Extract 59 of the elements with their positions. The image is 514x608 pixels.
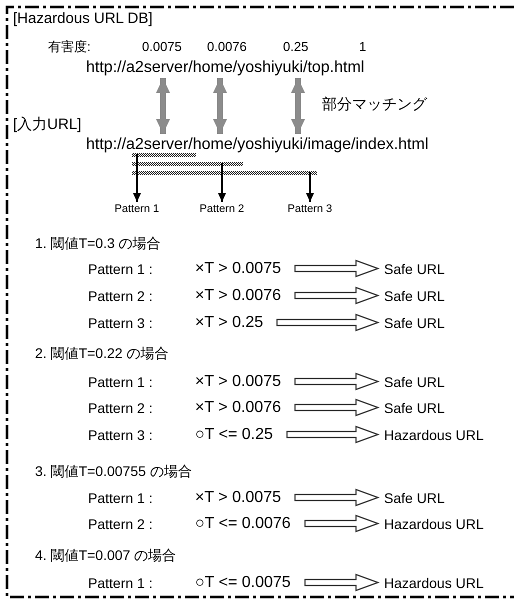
arrow — [294, 398, 380, 416]
arrow — [294, 260, 380, 278]
arrow — [294, 488, 380, 506]
result-text: Safe URL — [384, 400, 445, 416]
row-label: Pattern 3 : — [88, 314, 153, 332]
condition-text: ○T <= 0.0075 — [195, 573, 291, 593]
result-text: Safe URL — [384, 288, 445, 304]
value-label: 1 — [359, 39, 366, 55]
row-label: Pattern 3 : — [88, 426, 153, 444]
row-label: Pattern 2 : — [88, 516, 153, 532]
value-label: 0.0075 — [142, 39, 182, 55]
condition-text: ○T <= 0.25 — [195, 425, 273, 445]
result-text: Hazardous URL — [384, 574, 484, 592]
condition-text: ×T > 0.0075 — [195, 372, 281, 392]
condition-text: ×T > 0.0076 — [195, 398, 281, 418]
result-text: Safe URL — [384, 314, 445, 332]
heading: [入力URL] — [13, 116, 82, 134]
condition-text: ○T <= 0.0076 — [195, 514, 291, 534]
arrow — [218, 163, 226, 202]
arrow — [156, 78, 170, 134]
case-heading: 1. 閾値T=0.3 の場合 — [35, 234, 161, 252]
pattern-label: Pattern 1 — [114, 203, 160, 217]
arrow — [306, 172, 314, 202]
arrow — [276, 314, 380, 332]
arrow — [132, 154, 142, 202]
url-text: http://a2server/home/yoshiyuki/image/index.html — [86, 135, 428, 155]
row-label: Pattern 2 : — [88, 288, 153, 304]
heading: [Hazardous URL DB] — [13, 10, 152, 28]
condition-text: ×T > 0.0075 — [195, 488, 281, 508]
annotation: 部分マッチング — [322, 96, 427, 114]
pattern-label: Pattern 2 — [200, 203, 244, 217]
condition-text: ×T > 0.0076 — [195, 286, 281, 306]
arrow — [286, 426, 380, 444]
result-text: Hazardous URL — [384, 516, 484, 532]
pattern-label: Pattern 3 — [288, 203, 332, 217]
condition-text: ×T > 0.25 — [195, 313, 264, 333]
url-text: http://a2server/home/yoshiyuki/top.html — [86, 58, 364, 78]
arrow — [304, 574, 380, 592]
result-text: Safe URL — [384, 260, 445, 278]
value-label: 0.25 — [283, 39, 308, 55]
arrow — [212, 78, 228, 134]
result-text: Safe URL — [384, 490, 445, 506]
row-label: Pattern 1 : — [88, 490, 153, 506]
arrow — [294, 286, 380, 304]
row-label: Pattern 1 : — [88, 260, 153, 278]
label: 有害度: — [48, 39, 91, 55]
row-label: Pattern 2 : — [88, 400, 153, 416]
value-label: 0.0076 — [207, 39, 247, 55]
result-text: Safe URL — [384, 374, 445, 390]
result-text: Hazardous URL — [384, 426, 484, 444]
row-label: Pattern 1 : — [88, 574, 153, 592]
arrow — [290, 78, 306, 134]
case-heading: 3. 閾値T=0.00755 の場合 — [35, 462, 192, 480]
row-label: Pattern 1 : — [88, 374, 153, 390]
condition-text: ×T > 0.0075 — [195, 259, 281, 279]
arrow — [294, 372, 380, 390]
case-heading: 2. 閾値T=0.22 の場合 — [35, 344, 168, 362]
case-heading: 4. 閾値T=0.007 の場合 — [35, 546, 176, 564]
arrow — [304, 514, 380, 532]
